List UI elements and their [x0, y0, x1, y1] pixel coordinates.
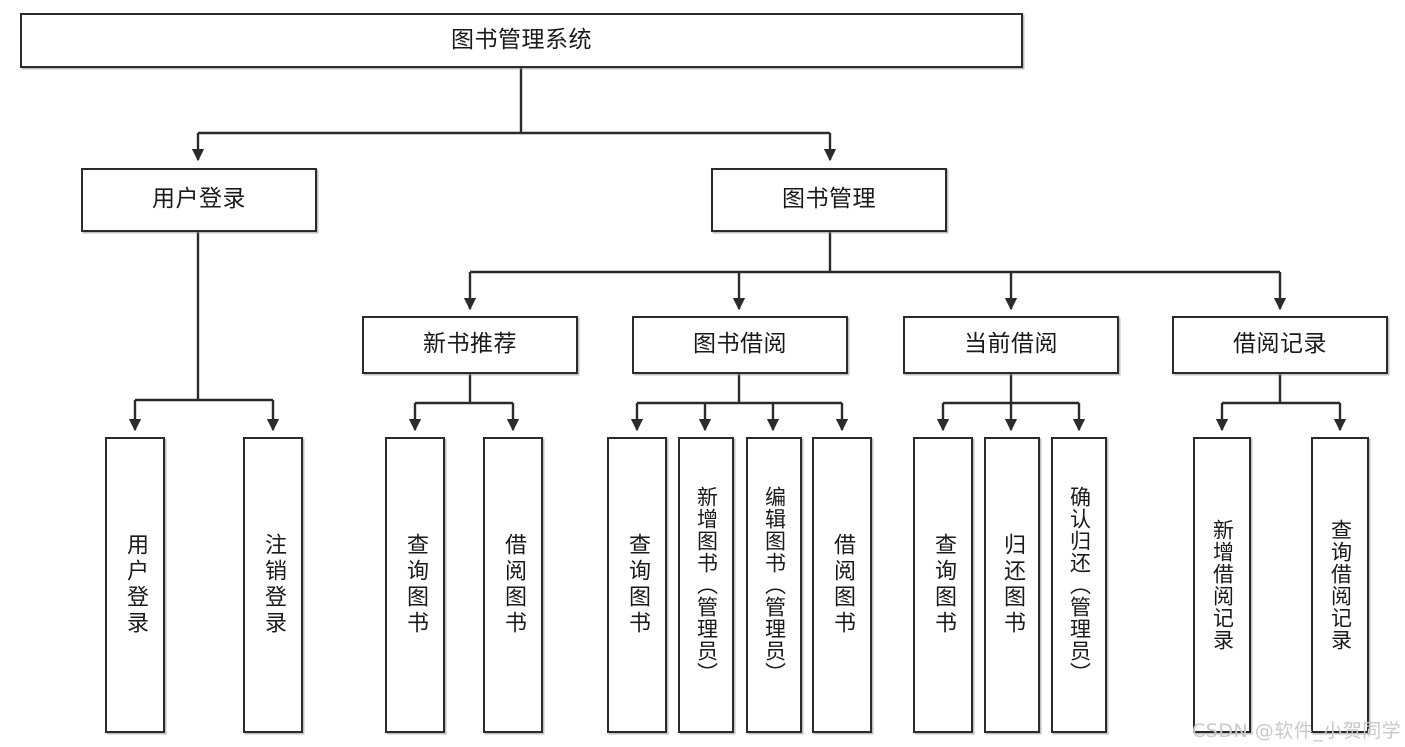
node-label: 借阅图书 — [501, 533, 526, 637]
leaf-query-book-current[interactable]: 查询图书 — [913, 437, 973, 733]
node-label: 查询图书 — [931, 533, 956, 637]
node-label: 借阅记录 — [1233, 331, 1327, 358]
node-borrow-record[interactable]: 借阅记录 — [1172, 316, 1388, 374]
node-label: 查询借阅记录 — [1328, 519, 1353, 651]
node-label: 图书管理 — [782, 186, 876, 213]
node-label: 新增借阅记录 — [1210, 519, 1235, 651]
leaf-borrow-book-borrow[interactable]: 借阅图书 — [812, 437, 872, 733]
node-new-book-recommend[interactable]: 新书推荐 — [362, 316, 578, 374]
node-user-login[interactable]: 用户登录 — [81, 168, 317, 232]
node-label: 用户登录 — [152, 186, 246, 213]
node-label: 归还图书 — [1000, 533, 1025, 637]
leaf-query-book-recommend[interactable]: 查询图书 — [385, 437, 445, 733]
node-label: 图书管理系统 — [451, 26, 592, 53]
csdn-watermark: CSDN @软件_小贺同学 — [1192, 720, 1402, 742]
node-label: 用户登录 — [123, 533, 148, 637]
leaf-query-borrow-record[interactable]: 查询借阅记录 — [1311, 437, 1369, 733]
node-label: 借阅图书 — [830, 533, 855, 637]
node-label: 查询图书 — [625, 533, 650, 637]
leaf-return-book[interactable]: 归还图书 — [984, 437, 1040, 733]
node-label: 图书借阅 — [693, 331, 787, 358]
node-root-system[interactable]: 图书管理系统 — [20, 13, 1023, 68]
node-book-manage[interactable]: 图书管理 — [711, 168, 947, 232]
node-label: 编辑图书（管理员） — [762, 486, 787, 684]
node-label: 查询图书 — [403, 533, 428, 637]
node-label: 确认归还（管理员） — [1067, 486, 1092, 684]
leaf-confirm-return-admin[interactable]: 确认归还（管理员） — [1051, 437, 1107, 733]
leaf-query-book-borrow[interactable]: 查询图书 — [607, 437, 667, 733]
node-label: 当前借阅 — [964, 331, 1058, 358]
leaf-edit-book-admin[interactable]: 编辑图书（管理员） — [746, 437, 802, 733]
node-label: 新书推荐 — [423, 331, 517, 358]
leaf-borrow-book-recommend[interactable]: 借阅图书 — [483, 437, 543, 733]
leaf-user-login[interactable]: 用户登录 — [105, 437, 165, 733]
node-label: 注销登录 — [261, 533, 286, 637]
node-current-borrow[interactable]: 当前借阅 — [903, 316, 1119, 374]
leaf-add-borrow-record[interactable]: 新增借阅记录 — [1193, 437, 1251, 733]
leaf-user-logout[interactable]: 注销登录 — [243, 437, 303, 733]
leaf-add-book-admin[interactable]: 新增图书（管理员） — [678, 437, 734, 733]
node-book-borrow[interactable]: 图书借阅 — [632, 316, 848, 374]
node-label: 新增图书（管理员） — [694, 486, 719, 684]
